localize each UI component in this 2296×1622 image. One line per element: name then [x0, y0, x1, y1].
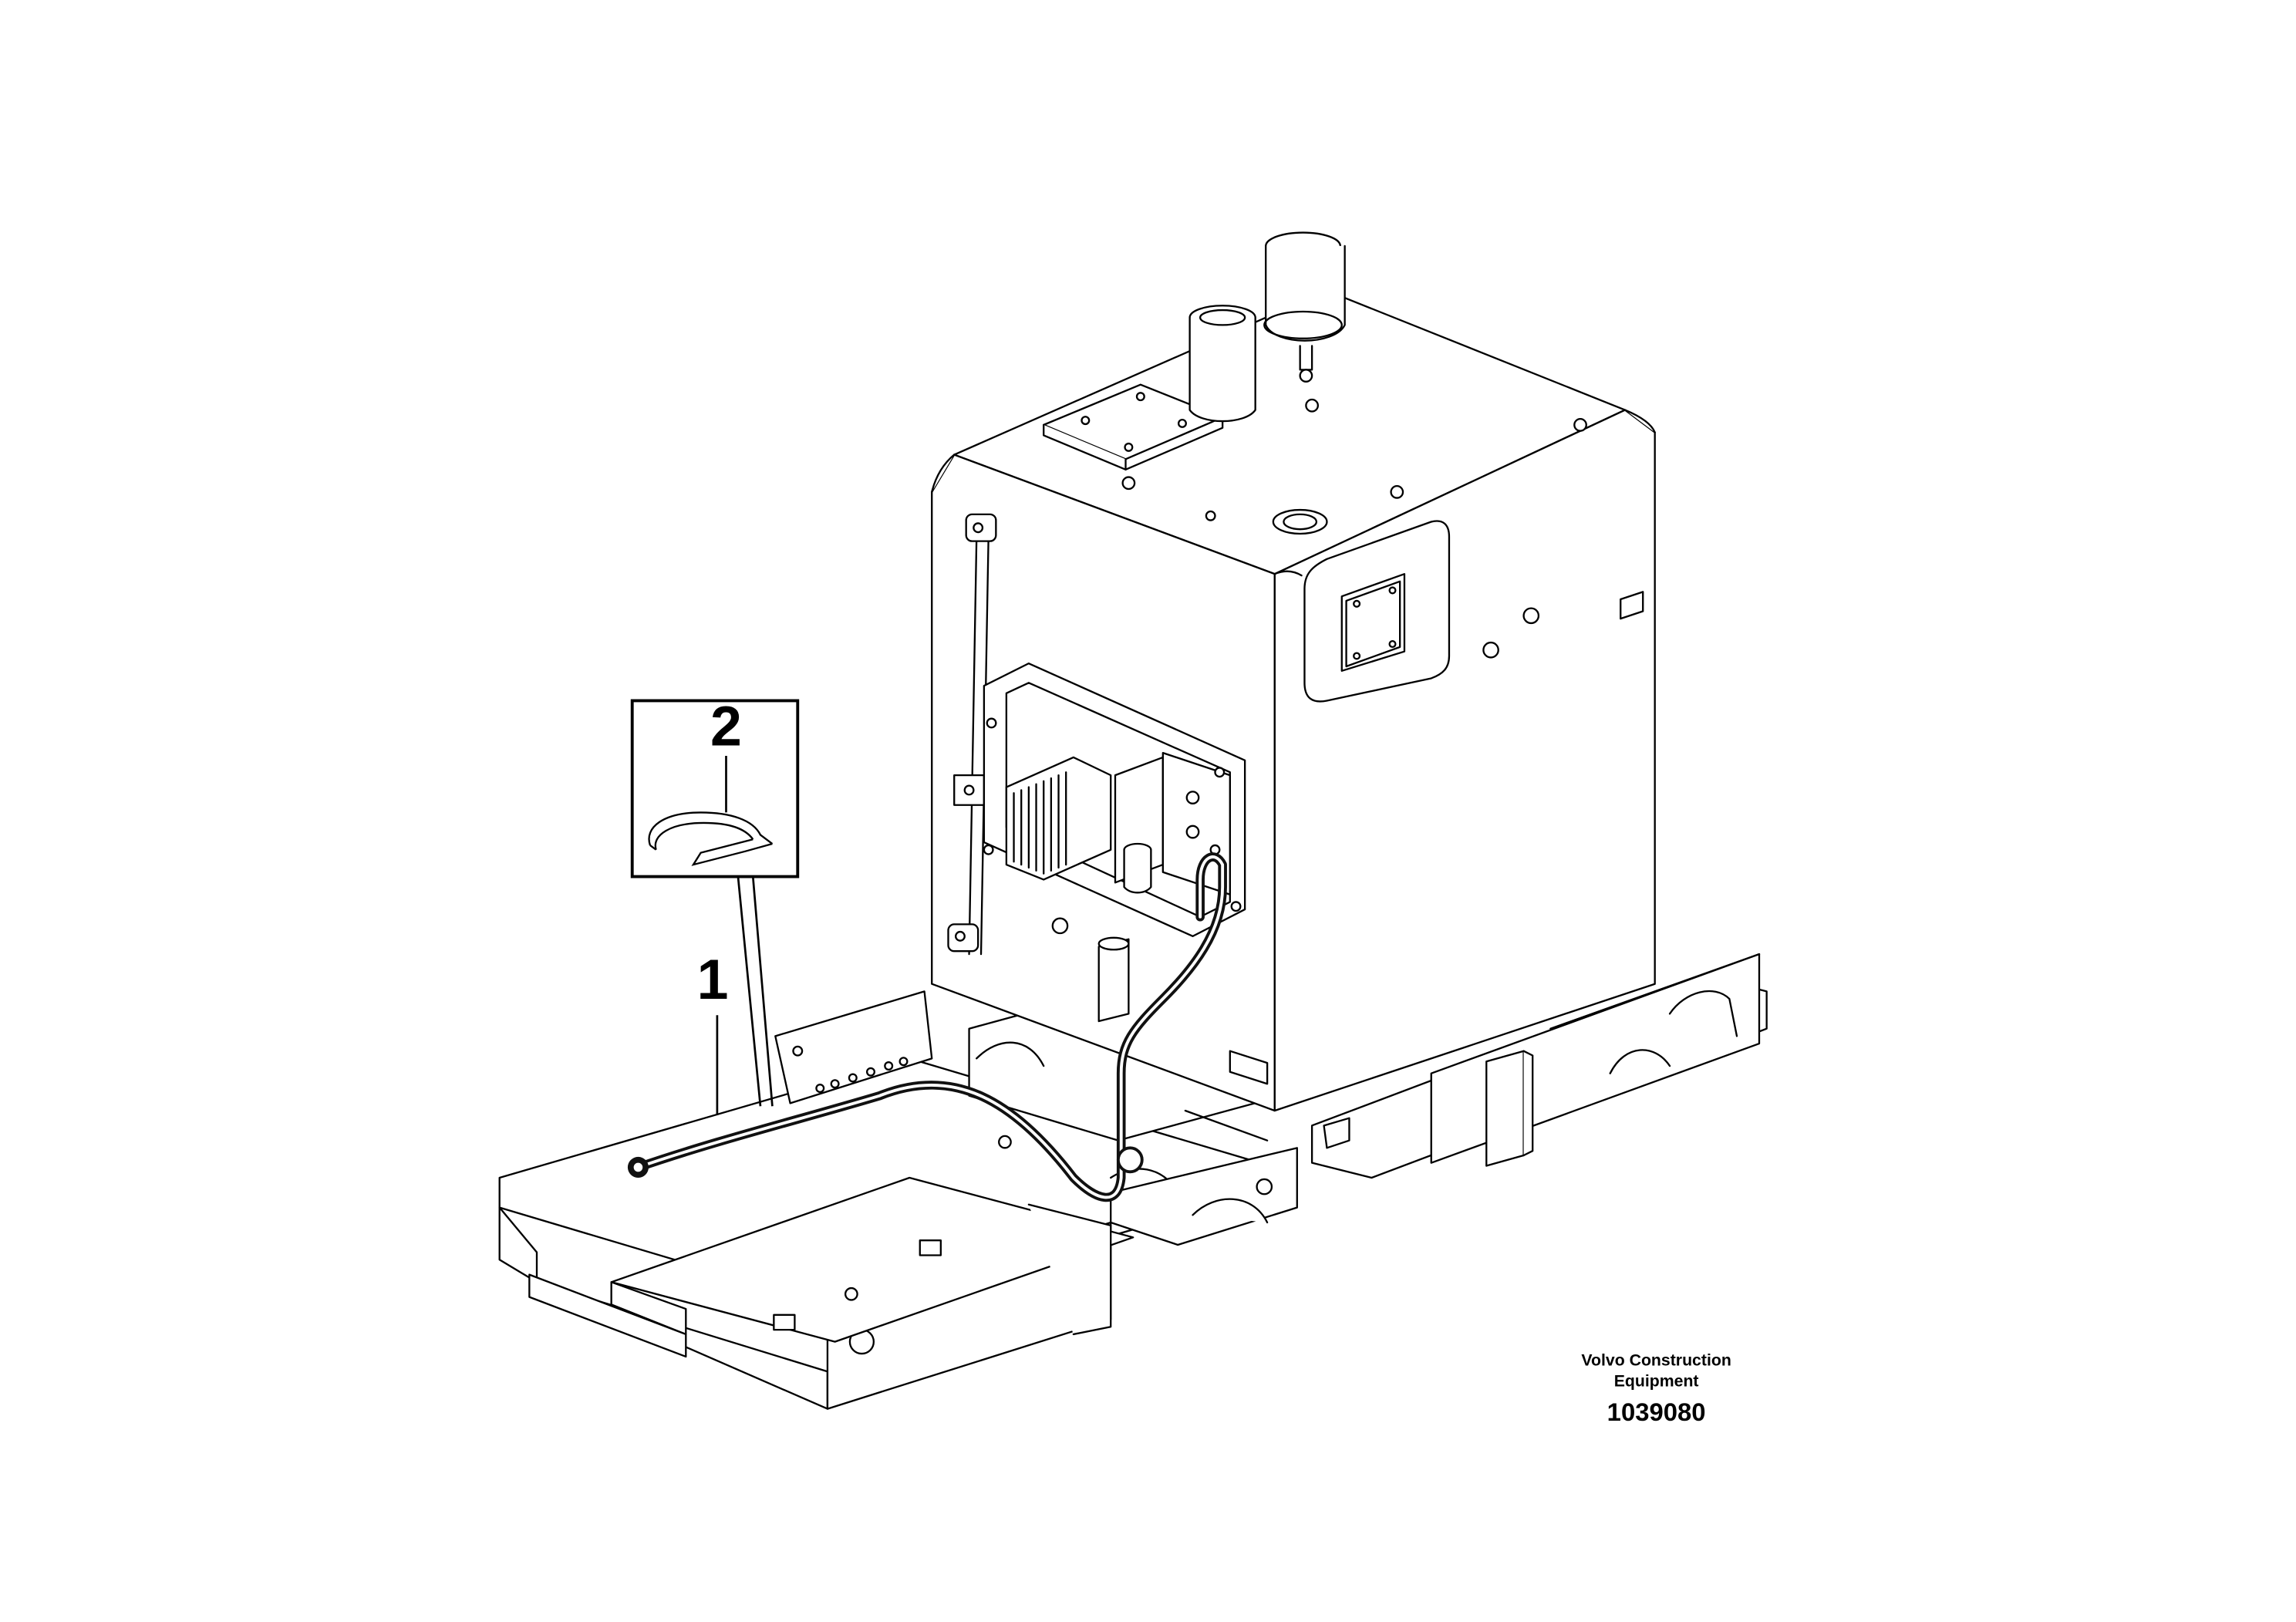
callout-leaders	[630, 699, 800, 1115]
manufacturer-line-1: Volvo Construction	[1581, 1351, 1731, 1370]
wiring-harness	[627, 852, 1227, 1202]
cable-tie-icon	[648, 811, 774, 866]
detail-inset-box	[630, 699, 800, 878]
callout-2-leader	[737, 876, 762, 1107]
manufacturer-line-2: Equipment	[1614, 1372, 1699, 1391]
drawing-number: 1039080	[1607, 1398, 1706, 1426]
control-module	[983, 662, 1246, 1023]
hydraulic-tank	[931, 231, 1656, 1112]
callout-2-label: 2	[710, 694, 742, 757]
callout-1-label: 1	[697, 948, 729, 1011]
